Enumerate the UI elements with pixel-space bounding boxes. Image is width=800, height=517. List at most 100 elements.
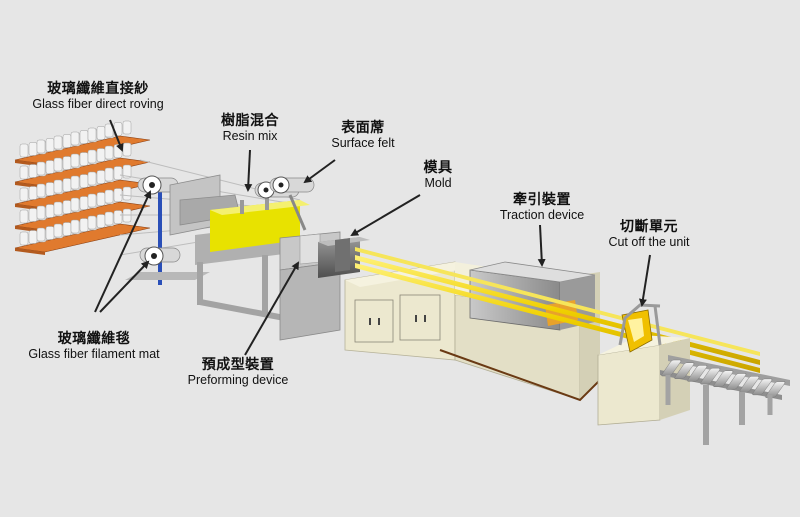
roving-spool [113,166,123,180]
label-surface-en: Surface felt [331,136,395,151]
label-mat-zh: 玻璃纖維毯 [57,331,131,347]
roving-spool [122,120,132,135]
filament-mat-stand [125,175,210,285]
creel-shelf-edge [15,248,45,255]
resin-bath [195,196,310,265]
roving-spool [36,205,46,220]
arrow-surface [303,159,336,184]
roving-spool [87,149,97,164]
roving-spool [79,174,89,188]
roving-spool [53,157,63,172]
label-resin-zh: 樹脂混合 [221,113,279,129]
conveyor-roller [687,365,708,382]
roving-spool [45,160,55,174]
label-traction-en: Traction device [499,208,585,223]
roving-spool [19,209,29,224]
surface-felt-rollers [254,176,315,231]
roving-spools [19,120,132,246]
roving-spool [79,152,89,166]
roving-spool [45,182,55,196]
label-mold-en: Mold [424,176,452,191]
roving-spool [122,186,132,201]
roving-spool [45,226,55,240]
arrow-mat-upper [94,190,152,313]
roving-spool [87,127,97,142]
label-preforming-zh: 預成型裝置 [201,357,275,373]
roving-spool [53,223,63,238]
arrow-roving [109,119,124,152]
roving-spool [53,135,63,150]
roving-spool [122,164,132,179]
roving-spool [62,134,72,148]
arrow-traction [537,224,546,267]
label-mold-zh: 模具 [423,160,453,176]
roving-spool [104,167,114,182]
label-traction: 牽引裝置 Traction device [492,192,592,222]
roving-spool [96,170,106,184]
conveyor-roller [752,378,773,396]
roving-spool [79,130,89,144]
roving-spool [28,208,38,222]
roving-spool [62,222,72,236]
roving-spool [62,156,72,170]
roving-spool [96,148,106,162]
label-surface-zh: 表面蓆 [341,120,385,136]
arrow-resin [244,149,253,192]
roving-spool [36,139,46,154]
roving-spool [70,175,80,190]
roving-spool [19,165,29,180]
roving-spool [70,219,80,234]
mold [318,237,370,278]
roller-conveyor [660,355,790,445]
conveyor-roller [713,370,734,388]
roving-spool [28,186,38,200]
roving-spool [104,145,114,160]
label-roving-zh: 玻璃纖維直接紗 [47,81,149,97]
roving-spool [70,131,80,146]
label-preforming: 預成型裝置 Preforming device [178,357,298,387]
roving-creel [14,120,151,255]
roving-spool [104,123,114,138]
roving-spool [19,187,29,202]
roving-spool [96,214,106,228]
arrow-cutoff [638,254,651,307]
roving-spool [62,178,72,192]
roving-spool [87,215,97,230]
roving-spool [53,201,63,216]
roving-spool [70,197,80,212]
label-mat: 玻璃纖維毯 Glass fiber filament mat [14,331,174,361]
roving-spool [19,231,29,246]
label-roving-en: Glass fiber direct roving [32,97,164,112]
label-mold: 模具 Mold [408,160,468,190]
label-resin-en: Resin mix [222,129,278,144]
roving-spool [79,196,89,210]
label-cutoff-zh: 切斷單元 [620,219,678,235]
roving-spool [104,189,114,204]
roving-spool [28,164,38,178]
arrow-mat-lower [99,260,150,313]
roving-spool [96,192,106,206]
roving-spool [36,227,46,242]
label-surface: 表面蓆 Surface felt [318,120,408,150]
roving-spool [87,193,97,208]
label-roving: 玻璃纖維直接紗 Glass fiber direct roving [18,81,178,111]
label-mat-en: Glass fiber filament mat [28,347,160,362]
roving-spool [87,171,97,186]
roving-spool [45,138,55,152]
roving-spool [122,142,132,157]
roving-spool [70,153,80,168]
conveyor-roller [726,373,747,390]
cutoff-unit [597,303,690,426]
roving-spool [45,204,55,218]
label-cutoff: 切斷單元 Cut off the unit [594,219,704,249]
roving-spool [28,142,38,156]
label-traction-zh: 牽引裝置 [513,192,571,208]
roving-spool [96,126,106,140]
roving-spool [36,183,46,198]
roving-spool [104,211,114,226]
conveyor-roller [700,367,721,385]
roving-spool [36,161,46,176]
roving-spool [28,230,38,244]
roving-spool [19,143,29,158]
